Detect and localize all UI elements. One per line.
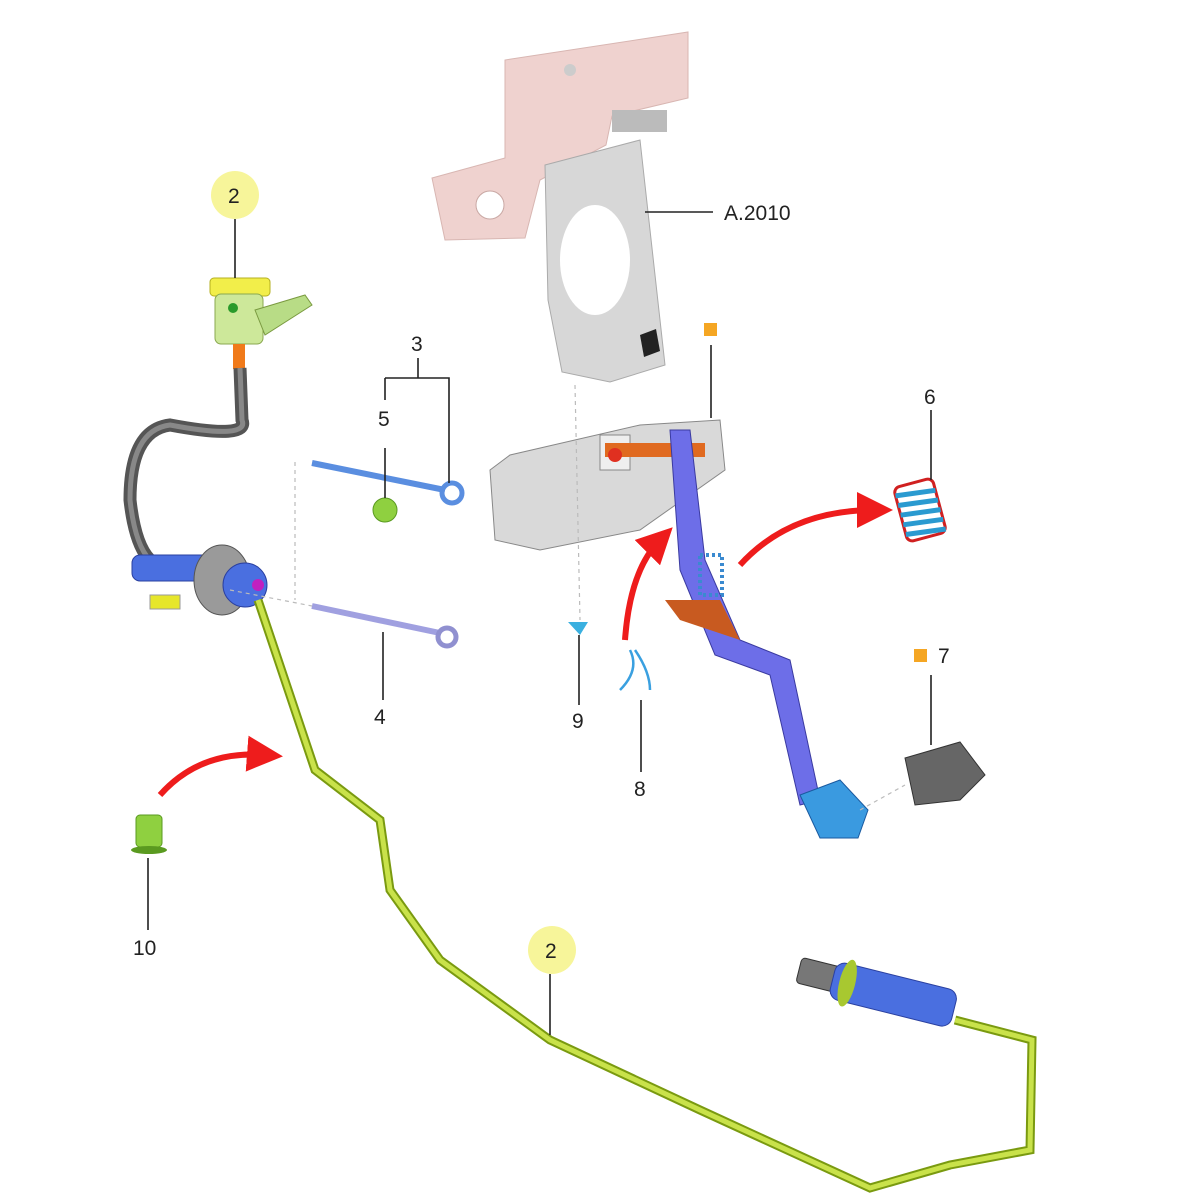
red-arrow-clip	[157, 735, 283, 797]
return-spring	[893, 477, 947, 543]
callout-spring: 6	[924, 386, 936, 409]
hose-clip	[131, 814, 167, 854]
callout-bracket: A.2010	[724, 202, 791, 225]
clip-pin	[619, 649, 652, 691]
pedal-pad-cover	[904, 741, 986, 806]
pedal-pad-installed	[799, 779, 869, 839]
supply-hose	[123, 367, 250, 565]
callout-clip-pin: 8	[634, 778, 646, 801]
callout-pipe: 2	[545, 940, 557, 963]
callout-reservoir: 2	[228, 185, 240, 208]
red-arrow-pin	[622, 527, 673, 641]
bolt-lower	[311, 603, 459, 649]
return-spring-installed	[698, 553, 724, 597]
stop-clip	[568, 622, 588, 635]
marker-square	[704, 323, 717, 336]
bolt-upper	[311, 460, 465, 506]
callout-bolt-lower: 4	[374, 706, 386, 729]
bracket-a2010	[431, 31, 689, 383]
red-arrow-spring	[737, 492, 893, 568]
callout-bolt-upper: 3	[411, 333, 423, 356]
nut	[372, 497, 398, 523]
callout-pedal-pad: 7	[938, 645, 950, 668]
callout-hose-clip: 10	[133, 937, 156, 960]
fluid-reservoir	[209, 277, 313, 369]
highlight-circle	[211, 171, 259, 219]
master-cylinder	[131, 544, 268, 616]
callout-nut: 5	[378, 408, 390, 431]
callout-stop-clip: 9	[572, 710, 584, 733]
hydraulic-pipe	[253, 598, 1037, 1193]
slave-cylinder	[796, 957, 957, 1027]
